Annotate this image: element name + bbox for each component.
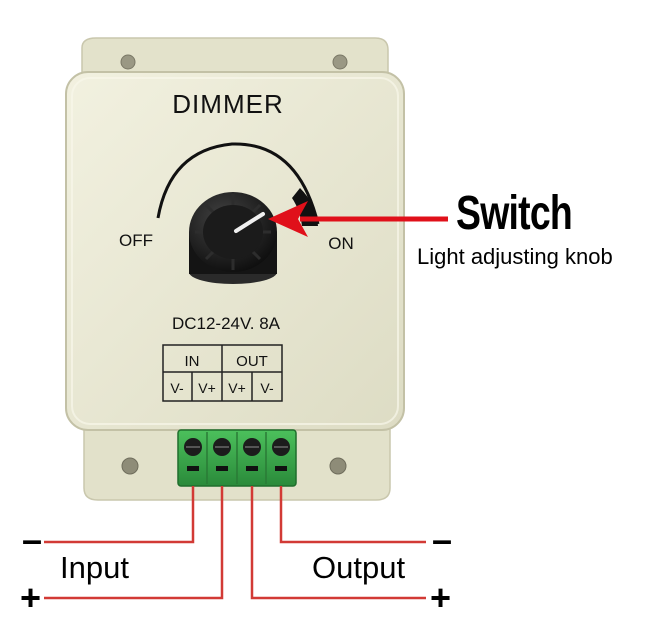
terminal-group-out: OUT xyxy=(236,353,268,370)
input-minus-sign: – xyxy=(22,519,43,560)
on-label: ON xyxy=(328,234,354,253)
terminal-pin-3: V+ xyxy=(228,380,246,396)
off-label: OFF xyxy=(119,231,153,250)
terminal-block xyxy=(177,429,297,487)
wire-input-negative xyxy=(44,486,195,544)
dimmer-knob[interactable] xyxy=(189,192,277,284)
rating-label: DC12-24V. 8A xyxy=(172,314,281,333)
knob-indicator xyxy=(234,212,265,233)
wire-output-positive xyxy=(250,486,426,600)
range-arc xyxy=(156,142,320,225)
terminal-screw-4 xyxy=(272,438,290,471)
switch-callout-subtitle: Light adjusting knob xyxy=(417,244,613,269)
terminal-screw-2 xyxy=(213,438,231,471)
output-plus-sign: + xyxy=(430,577,452,618)
switch-arrow xyxy=(268,201,448,237)
switch-callout-title: Switch xyxy=(456,187,573,240)
wire-input-positive xyxy=(44,486,224,600)
terminal-screw-3 xyxy=(243,438,261,471)
input-label: Input xyxy=(60,550,129,585)
terminal-group-in: IN xyxy=(185,353,200,370)
output-minus-sign: – xyxy=(432,519,453,560)
top-left-screw-hole xyxy=(120,54,136,70)
bottom-right-screw-hole xyxy=(329,457,347,475)
wire-output-negative xyxy=(279,486,426,544)
terminal-pin-1: V- xyxy=(170,380,184,396)
terminal-pin-2: V+ xyxy=(198,380,216,396)
device-title: DIMMER xyxy=(172,89,283,119)
terminal-table xyxy=(162,344,283,402)
terminal-screw-1 xyxy=(184,438,202,471)
output-label: Output xyxy=(312,550,406,585)
terminal-pin-4: V- xyxy=(260,380,274,396)
input-plus-sign: + xyxy=(20,577,42,618)
top-right-screw-hole xyxy=(332,54,348,70)
bottom-left-screw-hole xyxy=(121,457,139,475)
